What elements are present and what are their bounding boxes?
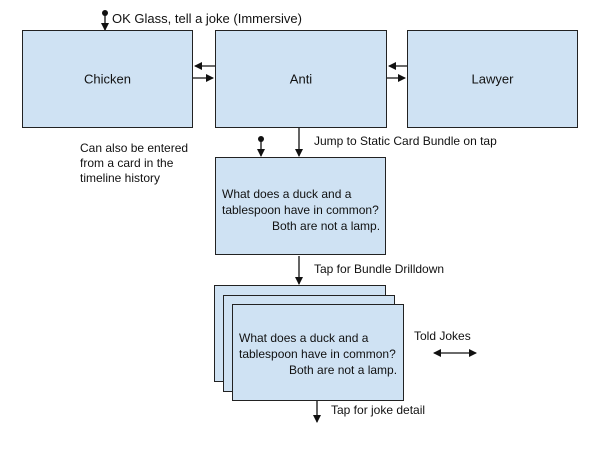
- joke-card-text: What does a duck and a tablespoon have i…: [222, 186, 380, 234]
- anti-label: Anti: [289, 71, 313, 87]
- timeline-note-line2: from a card in the: [80, 156, 174, 170]
- joke-card-line2: tablespoon have in common?: [222, 203, 379, 217]
- entry-label: OK Glass, tell a joke (Immersive): [112, 11, 302, 26]
- bundle-card-line2: tablespoon have in common?: [239, 347, 396, 361]
- timeline-note-line3: timeline history: [80, 171, 161, 185]
- lawyer-label: Lawyer: [471, 71, 514, 87]
- lawyer-box[interactable]: Lawyer: [407, 30, 578, 128]
- timeline-note-line1: Can also be entered: [80, 141, 189, 155]
- joke-card-line3: Both are not a lamp.: [272, 219, 381, 233]
- chicken-box[interactable]: Chicken: [22, 30, 193, 128]
- bundle-card-text: What does a duck and a tablespoon have i…: [239, 330, 397, 378]
- jump-label: Jump to Static Card Bundle on tap: [314, 134, 497, 148]
- bundle-card-front[interactable]: What does a duck and a tablespoon have i…: [232, 304, 404, 401]
- timeline-note: Can also be entered from a card in the t…: [80, 141, 188, 186]
- joke-card-line1: What does a duck and a: [222, 187, 352, 201]
- joke-card[interactable]: What does a duck and a tablespoon have i…: [215, 157, 386, 255]
- drilldown-label: Tap for Bundle Drilldown: [314, 262, 445, 276]
- told-jokes-label: Told Jokes: [414, 329, 471, 343]
- bundle-card-line1: What does a duck and a: [239, 331, 369, 345]
- chicken-label: Chicken: [84, 71, 131, 87]
- joke-detail-label: Tap for joke detail: [331, 403, 426, 417]
- bundle-card-line3: Both are not a lamp.: [289, 363, 398, 377]
- anti-box[interactable]: Anti: [215, 30, 387, 128]
